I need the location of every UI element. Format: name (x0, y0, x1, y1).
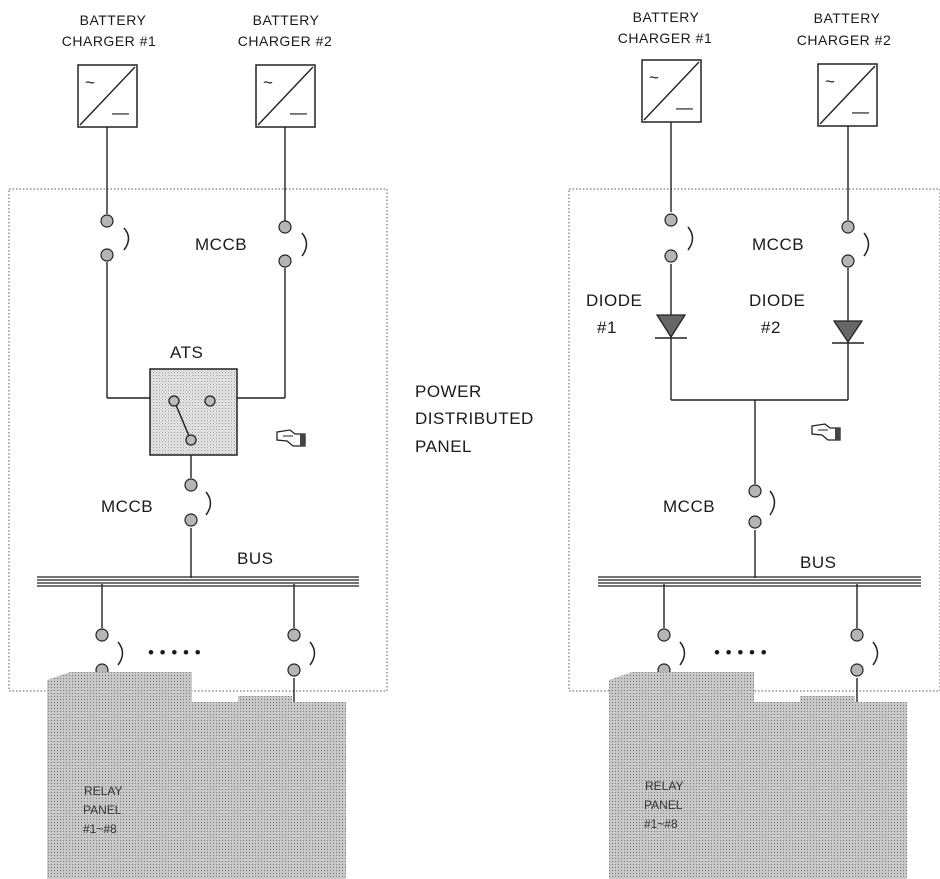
left-charger2-dc-symbol: — (290, 103, 308, 122)
right-mccb-mid-label: MCCB (663, 497, 715, 516)
panel-label: POWER DISTRIBUTED PANEL (415, 382, 534, 456)
right-diode-2 (832, 320, 864, 344)
left-relay-label-line1: RELAY (84, 784, 122, 798)
right-relay-label-line2: PANEL (644, 798, 683, 812)
left-bus-label: BUS (237, 549, 273, 568)
right-diode2-label-line2: #2 (761, 318, 781, 337)
right-charger2-label-line1: BATTERY (814, 10, 881, 26)
right-charger1-box: ~ — (641, 59, 702, 123)
left-charger1-ac-symbol: ~ (85, 73, 95, 92)
right-diode-1 (655, 314, 687, 339)
right-feeder-ellipsis: • • • • • (714, 643, 767, 662)
right-charger2-ac-symbol: ~ (825, 72, 835, 91)
left-mccb-mid-label: MCCB (101, 497, 153, 516)
left-charger2-ac-symbol: ~ (263, 73, 273, 92)
left-feeder-breaker-1 (95, 628, 124, 677)
right-charger1-label-line2: CHARGER #1 (618, 30, 712, 46)
left-charger2-label-line2: CHARGER #2 (238, 33, 332, 49)
left-feeder-breaker-8 (287, 628, 316, 677)
right-bus-label: BUS (800, 553, 836, 572)
right-charger1-ac-symbol: ~ (649, 68, 659, 87)
left-ats-switch (149, 368, 238, 456)
left-charger1-dc-symbol: — (112, 103, 130, 122)
right-diode1-label-line2: #1 (597, 318, 617, 337)
left-charger1-label-line1: BATTERY (80, 12, 147, 28)
right-mccb-top-label: MCCB (752, 235, 804, 254)
left-breaker-charger2 (278, 220, 308, 268)
right-charger2-box: ~ — (817, 63, 878, 127)
right-feeder-breaker-8 (850, 628, 879, 677)
left-feeder-ellipsis: • • • • • (148, 643, 201, 662)
left-charger2-label-line1: BATTERY (253, 12, 320, 28)
right-feeder-breaker-1 (657, 628, 686, 677)
right-charger2-label-line2: CHARGER #2 (797, 32, 891, 48)
left-charger2-box: ~ — (255, 64, 316, 128)
right-relay-label-line1: RELAY (645, 779, 683, 793)
left-breaker-main (184, 478, 212, 527)
left-breaker-charger1 (100, 214, 130, 262)
right-breaker-charger2 (841, 220, 870, 268)
left-bus-bar (37, 576, 359, 587)
left-charger1-box: ~ — (77, 64, 138, 128)
left-relay-label-line3: #1~#8 (83, 822, 117, 836)
right-breaker-charger1 (664, 213, 694, 263)
right-charger1-label-line1: BATTERY (633, 9, 700, 25)
left-ats-label: ATS (170, 343, 203, 362)
right-charger1-dc-symbol: — (676, 98, 694, 117)
left-relay-panels: RELAY PANEL #1~#8 (47, 672, 346, 879)
right-diode2-label-line1: DIODE (749, 291, 805, 310)
right-pointing-hand-icon (811, 423, 841, 441)
right-breaker-main (748, 484, 776, 529)
right-diode1-label-line1: DIODE (586, 291, 642, 310)
panel-label-line1: POWER (415, 382, 482, 401)
left-diagram: BATTERY CHARGER #1 BATTERY CHARGER #2 ~ … (8, 12, 388, 879)
right-panel-boundary (568, 188, 940, 692)
right-relay-label-line3: #1~#8 (644, 817, 678, 831)
panel-label-line3: PANEL (415, 437, 472, 456)
left-charger1-label-line2: CHARGER #1 (62, 33, 156, 49)
right-bus-bar (598, 576, 921, 587)
panel-label-line2: DISTRIBUTED (415, 409, 534, 428)
left-panel-boundary (8, 188, 388, 692)
right-charger2-dc-symbol: — (852, 102, 870, 121)
left-mccb-top-label: MCCB (195, 235, 247, 254)
left-relay-label-line2: PANEL (83, 803, 122, 817)
left-pointing-hand-icon (276, 429, 306, 447)
right-diagram: BATTERY CHARGER #1 BATTERY CHARGER #2 ~ … (568, 9, 940, 879)
right-relay-panels: RELAY PANEL #1~#8 (609, 672, 907, 879)
